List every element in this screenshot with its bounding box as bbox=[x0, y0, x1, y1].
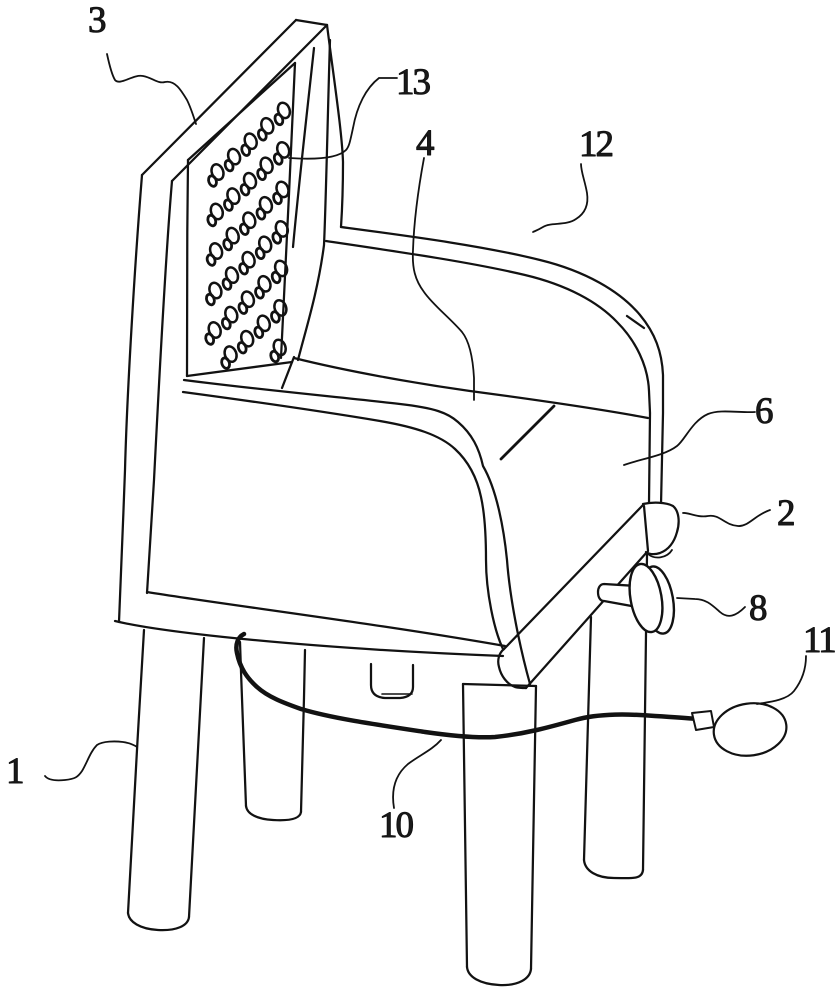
svg-text:13: 13 bbox=[396, 62, 431, 103]
svg-text:10: 10 bbox=[379, 805, 414, 846]
svg-text:2: 2 bbox=[777, 493, 794, 534]
svg-text:12: 12 bbox=[579, 124, 613, 165]
svg-text:3: 3 bbox=[88, 0, 106, 41]
svg-text:11: 11 bbox=[803, 620, 835, 661]
svg-text:8: 8 bbox=[749, 588, 767, 629]
svg-text:6: 6 bbox=[755, 391, 773, 432]
svg-text:4: 4 bbox=[416, 123, 434, 164]
svg-text:1: 1 bbox=[6, 751, 23, 792]
